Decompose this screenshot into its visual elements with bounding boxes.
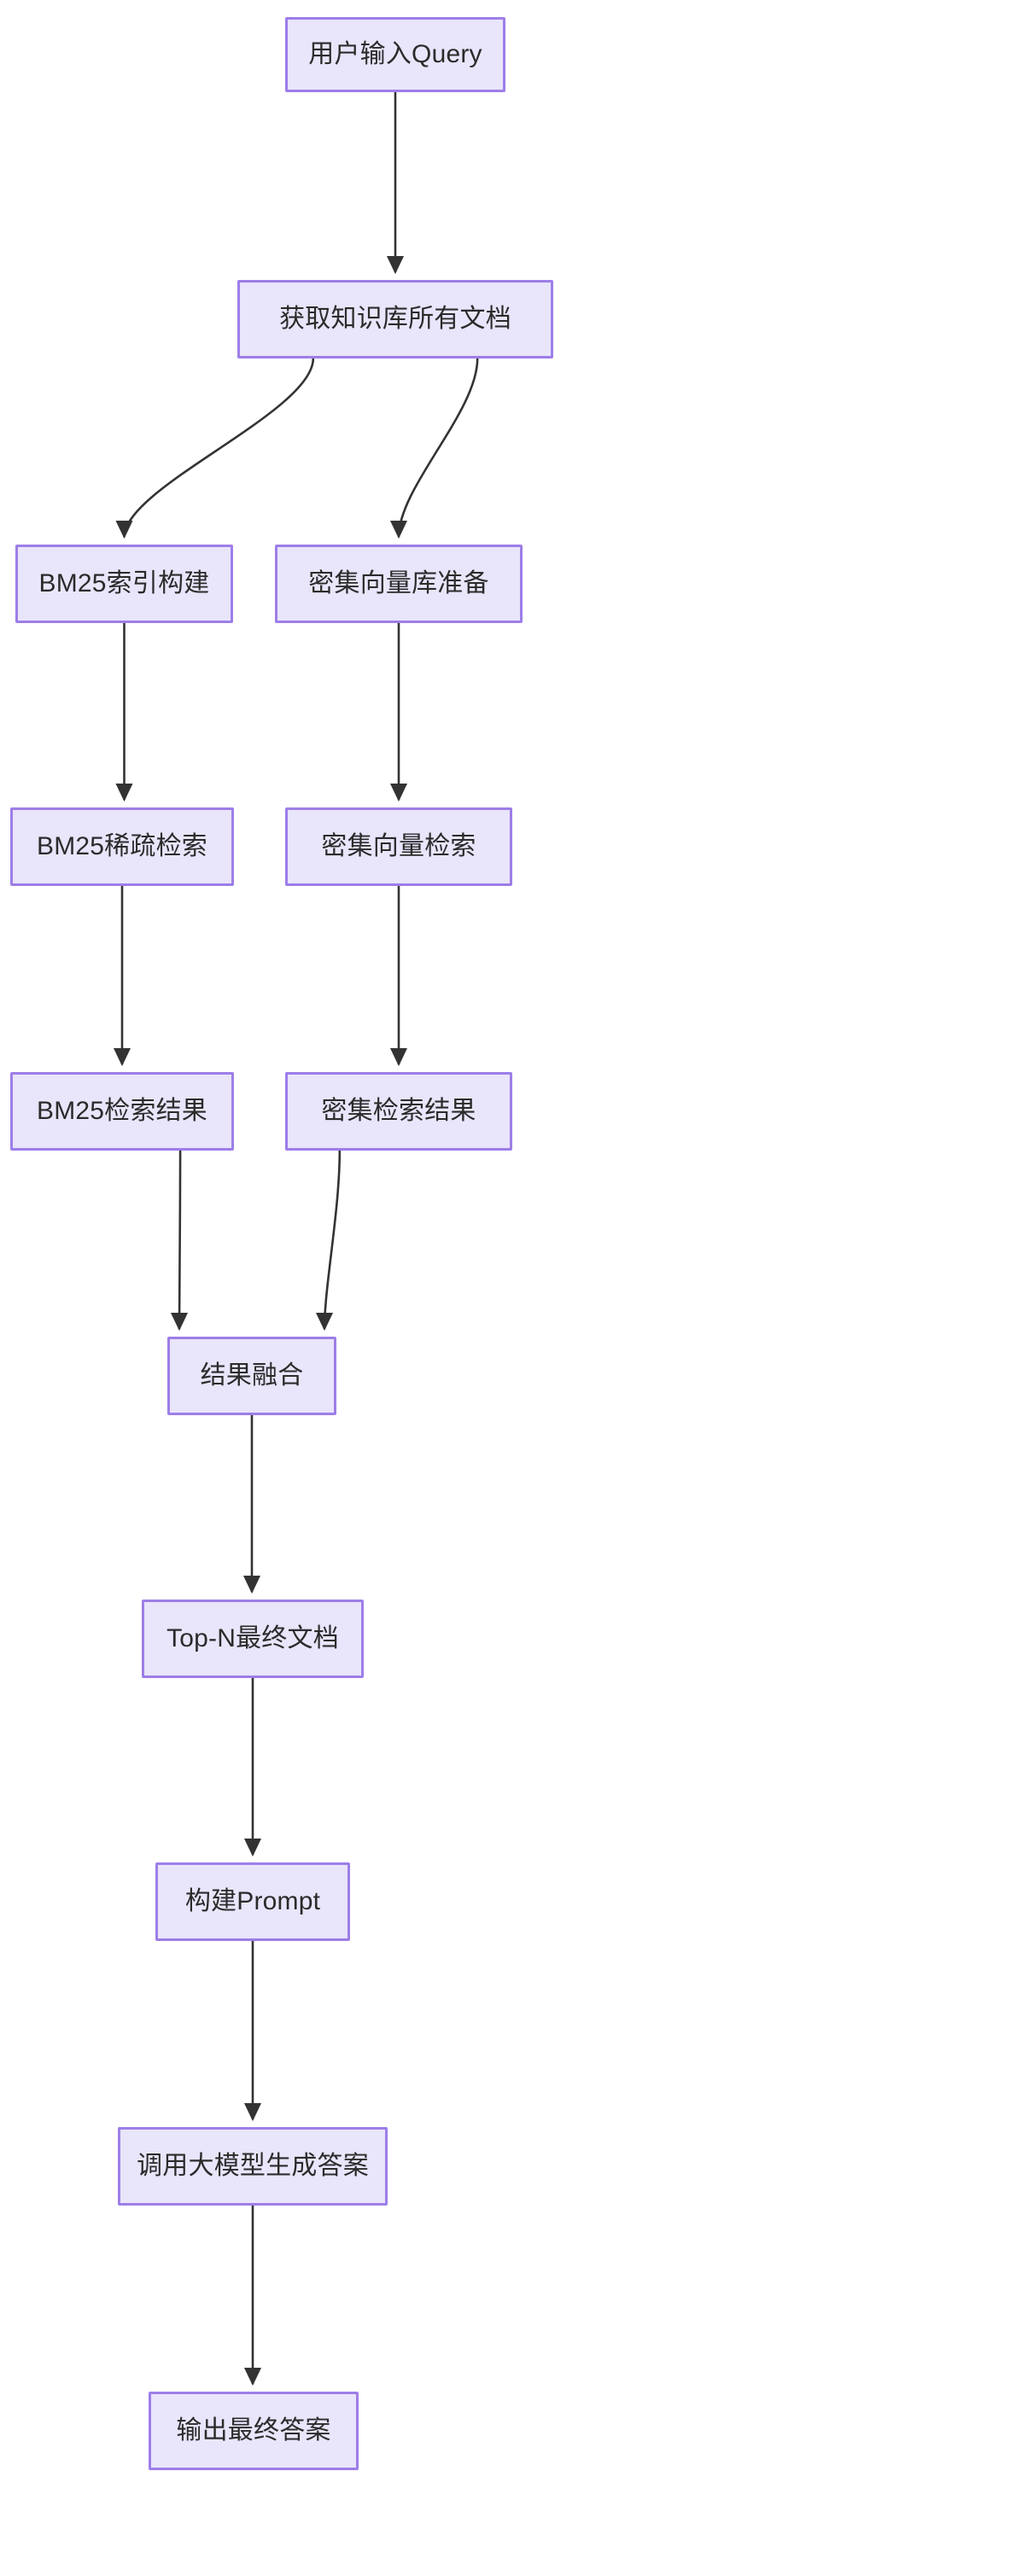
flow-node-n4[interactable]: 密集向量库准备 <box>275 545 523 623</box>
edge-n7-to-n9 <box>170 1150 189 1332</box>
flow-node-label: 结果融合 <box>200 1361 304 1390</box>
flow-node-label: 密集向量库准备 <box>308 569 489 597</box>
flow-node-n7[interactable]: BM25检索结果 <box>10 1072 234 1151</box>
flow-node-label: BM25检索结果 <box>37 1097 207 1125</box>
flow-node-n6[interactable]: 密集向量检索 <box>285 807 512 886</box>
flow-node-n12[interactable]: 调用大模型生成答案 <box>118 2127 388 2206</box>
flow-node-label: Top-N最终文档 <box>166 1624 339 1652</box>
flow-node-label: 输出最终答案 <box>176 2416 331 2445</box>
flow-node-n2[interactable]: 获取知识库所有文档 <box>237 280 553 358</box>
flow-node-n10[interactable]: Top-N最终文档 <box>142 1600 364 1678</box>
flow-node-label: 构建Prompt <box>184 1887 321 1915</box>
edges-group <box>113 92 479 2387</box>
flow-node-n9[interactable]: 结果融合 <box>167 1337 336 1415</box>
flow-node-n13[interactable]: 输出最终答案 <box>149 2392 359 2470</box>
flow-node-n5[interactable]: BM25稀疏检索 <box>10 807 234 886</box>
flow-node-n8[interactable]: 密集检索结果 <box>285 1072 512 1151</box>
flow-node-label: 密集向量检索 <box>321 832 476 860</box>
flow-node-n3[interactable]: BM25索引构建 <box>15 545 233 623</box>
flow-node-label: BM25索引构建 <box>38 569 210 597</box>
flow-node-n1[interactable]: 用户输入Query <box>285 17 505 92</box>
flow-node-label: BM25稀疏检索 <box>37 832 207 860</box>
edge-n2-to-n4 <box>389 358 479 539</box>
edge-n8-to-n9 <box>315 1150 342 1332</box>
flow-node-label: 获取知识库所有文档 <box>279 305 511 333</box>
flow-node-label: 调用大模型生成答案 <box>137 2152 369 2180</box>
flow-node-n11[interactable]: 构建Prompt <box>155 1862 350 1941</box>
flow-node-label: 用户输入Query <box>308 40 482 68</box>
flow-node-label: 密集检索结果 <box>321 1097 476 1125</box>
edge-n2-to-n3 <box>115 358 315 539</box>
